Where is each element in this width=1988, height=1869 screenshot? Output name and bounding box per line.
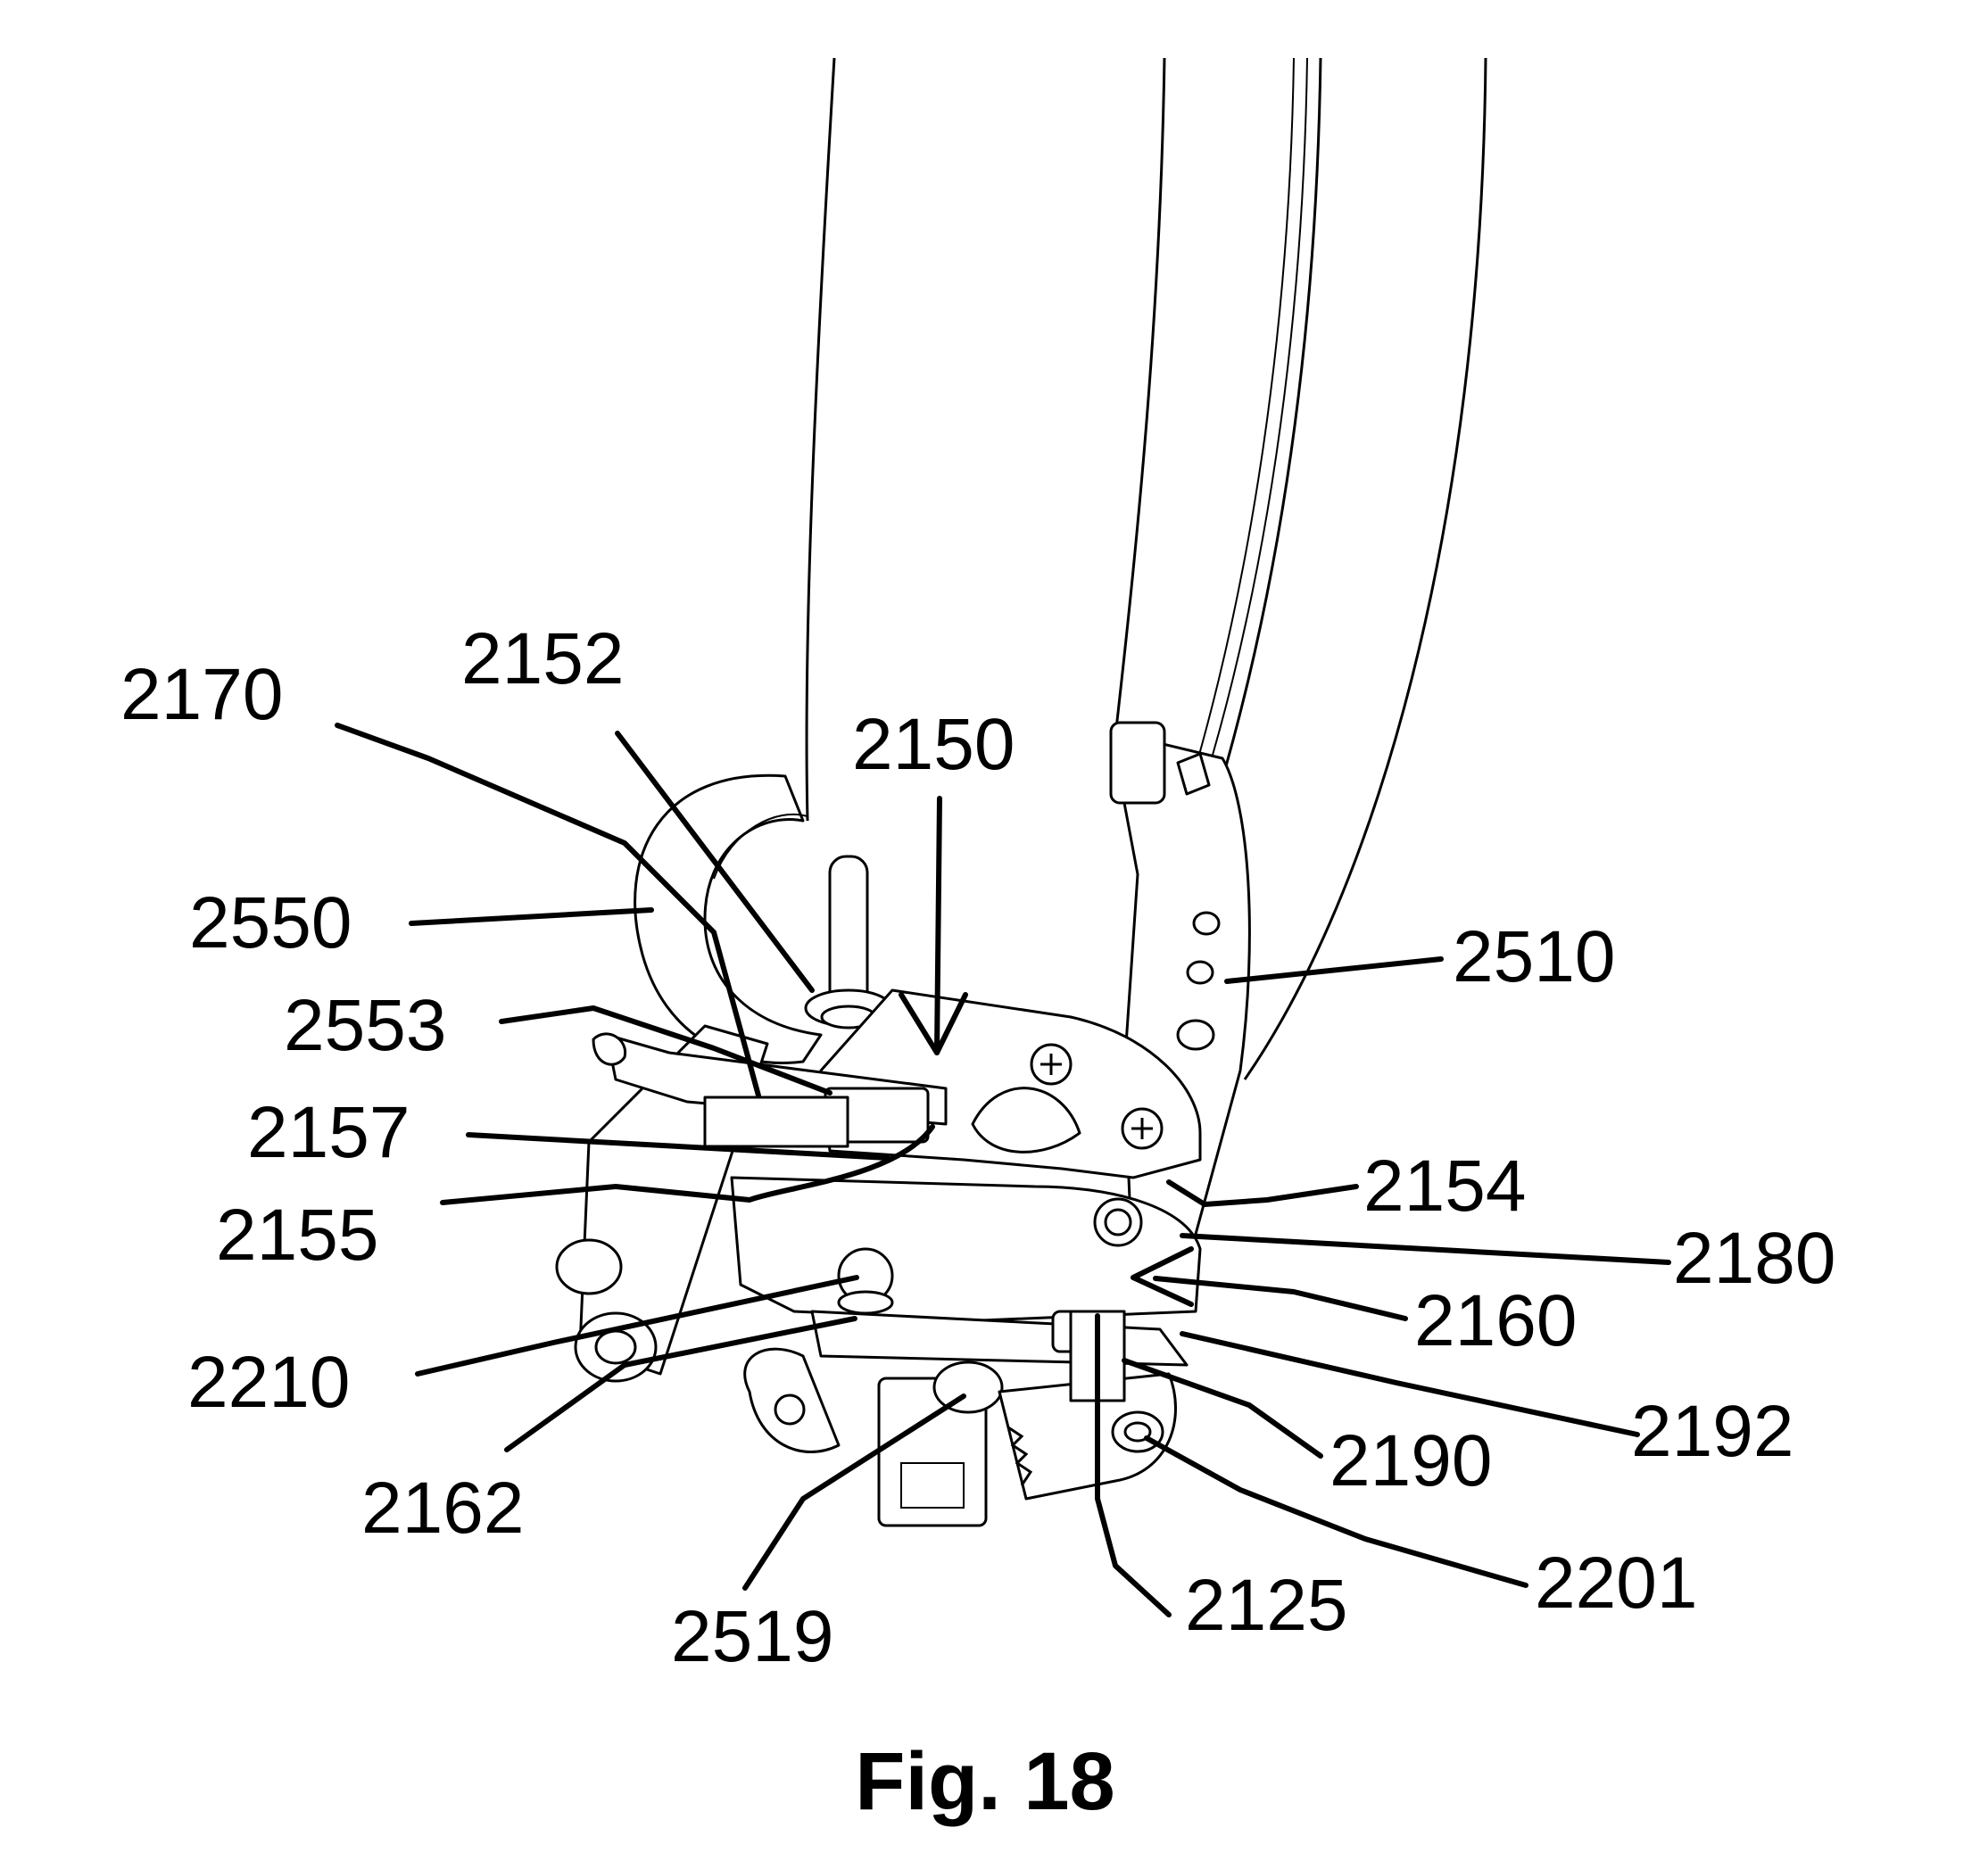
label-2155: 2155 — [216, 1195, 378, 1276]
leader-2154 — [1166, 1179, 1359, 1207]
arrowhead-2160 — [1131, 1246, 1194, 1307]
leader-2210 — [415, 1275, 859, 1377]
leader-2157 — [466, 1132, 890, 1161]
label-2152: 2152 — [461, 618, 624, 699]
leader-2160 — [1153, 1276, 1408, 1321]
label-2553: 2553 — [284, 985, 446, 1066]
leader-2155 — [440, 1124, 935, 1205]
label-2125: 2125 — [1185, 1565, 1347, 1646]
leader-2152 — [615, 731, 815, 993]
label-2170: 2170 — [120, 654, 283, 735]
curved-arm-drawing — [805, 57, 1487, 1080]
leader-2190 — [1122, 1358, 1323, 1459]
leader-2553 — [499, 1005, 832, 1096]
label-2550: 2550 — [189, 882, 352, 963]
leader-2125 — [1095, 1313, 1172, 1617]
leader-2192 — [1180, 1331, 1640, 1437]
reference-labels: 2170 2152 2150 2550 2553 2157 2155 2510 … — [120, 618, 1835, 1677]
mechanism-assembly — [555, 721, 1251, 1527]
label-2210: 2210 — [187, 1342, 350, 1423]
arrowhead-2150 — [899, 992, 968, 1055]
label-2190: 2190 — [1329, 1420, 1492, 1501]
label-2154: 2154 — [1363, 1145, 1526, 1227]
leader-2170 — [335, 723, 761, 1098]
label-2180: 2180 — [1673, 1218, 1835, 1299]
leader-2162 — [504, 1316, 857, 1452]
leader-2510 — [1224, 956, 1444, 984]
label-2160: 2160 — [1414, 1280, 1577, 1361]
figure-caption: Fig. 18 — [855, 1736, 1114, 1827]
label-2519: 2519 — [671, 1596, 833, 1677]
leader-2550 — [409, 907, 654, 926]
leader-2201 — [1144, 1435, 1528, 1588]
label-2162: 2162 — [361, 1468, 524, 1549]
label-2201: 2201 — [1535, 1542, 1697, 1624]
label-2157: 2157 — [247, 1092, 410, 1173]
label-2192: 2192 — [1631, 1391, 1793, 1472]
label-2510: 2510 — [1453, 916, 1615, 997]
leader-2519 — [742, 1393, 966, 1591]
leader-lines — [335, 723, 1671, 1617]
leader-2180 — [1180, 1233, 1671, 1265]
leader-2150 — [934, 796, 942, 1055]
label-2150: 2150 — [852, 704, 1015, 785]
